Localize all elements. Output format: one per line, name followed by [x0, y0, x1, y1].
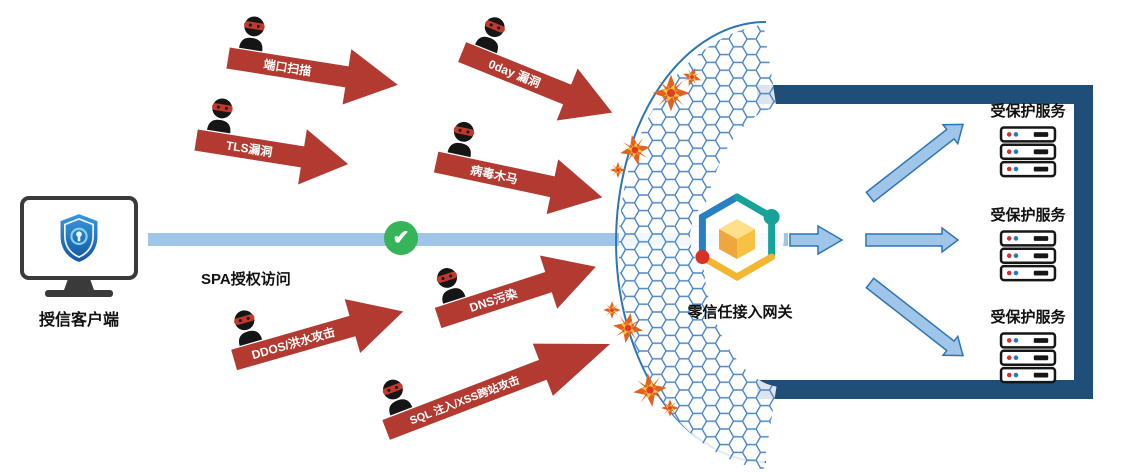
explosion-icon	[661, 399, 679, 417]
service-arrow-top	[865, 123, 964, 203]
shield-icon	[59, 213, 99, 263]
monitor-stand	[64, 280, 94, 290]
attack-arrow-port-scan: 端口扫描	[224, 14, 403, 112]
explosion-icon	[652, 74, 690, 112]
service-label: 受保护服务	[990, 207, 1066, 224]
attack-label: TLS漏洞	[224, 138, 274, 160]
client-label: 授信客户端	[38, 312, 119, 329]
protected-service-2: 受保护服务	[973, 204, 1083, 282]
attack-arrow-shape: SQL 注入/XSS跨站攻击	[376, 318, 620, 456]
service-arrow-middle	[865, 226, 960, 254]
check-glyph: ✔	[392, 227, 410, 249]
protected-service-3: 受保护服务	[973, 306, 1083, 384]
spa-access-label: SPA授权访问	[201, 271, 291, 288]
hex-mesh-shield	[618, 24, 779, 470]
hacker-icon	[207, 96, 236, 134]
attack-label: 端口扫描	[262, 57, 313, 79]
client-device	[20, 196, 138, 280]
server-icon	[999, 126, 1057, 178]
check-icon: ✔	[384, 221, 418, 255]
server-icon	[999, 332, 1057, 384]
protected-zone-bracket-top	[757, 85, 1093, 104]
service-label: 受保护服务	[990, 103, 1066, 120]
protected-zone-bracket-right	[1074, 85, 1093, 399]
service-arrow-bottom	[865, 277, 964, 357]
monitor-base	[45, 290, 113, 297]
explosion-icon	[610, 162, 626, 178]
hex-mesh-underlay	[618, 24, 779, 470]
protected-service-1: 受保护服务	[973, 100, 1083, 178]
service-label: 受保护服务	[990, 309, 1066, 326]
explosion-icon	[631, 371, 669, 409]
server-icon	[999, 230, 1057, 282]
service-flow-arrows	[865, 123, 964, 357]
explosion-icon	[679, 64, 705, 90]
explosion-icon	[610, 310, 646, 346]
explosion-icon	[603, 301, 621, 319]
attack-arrow-trojan: 病毒木马	[430, 119, 608, 225]
hacker-icon	[239, 14, 268, 52]
explosion-icon	[616, 131, 654, 169]
hacker-icon	[447, 119, 478, 158]
protected-zone-bracket-bottom	[757, 380, 1093, 399]
attack-label: 病毒木马	[469, 163, 520, 187]
attack-label: 0day 漏洞	[486, 56, 543, 91]
attack-arrow-sql-xss: SQL 注入/XSS跨站攻击	[376, 318, 620, 456]
attack-arrow-tls: TLS漏洞	[192, 96, 353, 191]
flow-arrowhead-icon	[789, 224, 844, 256]
spa-flow-bar	[148, 233, 788, 246]
gateway-label: 零信任接入网关	[687, 304, 793, 321]
attack-arrow-ddos: DDOS/洪水攻击	[226, 285, 411, 387]
